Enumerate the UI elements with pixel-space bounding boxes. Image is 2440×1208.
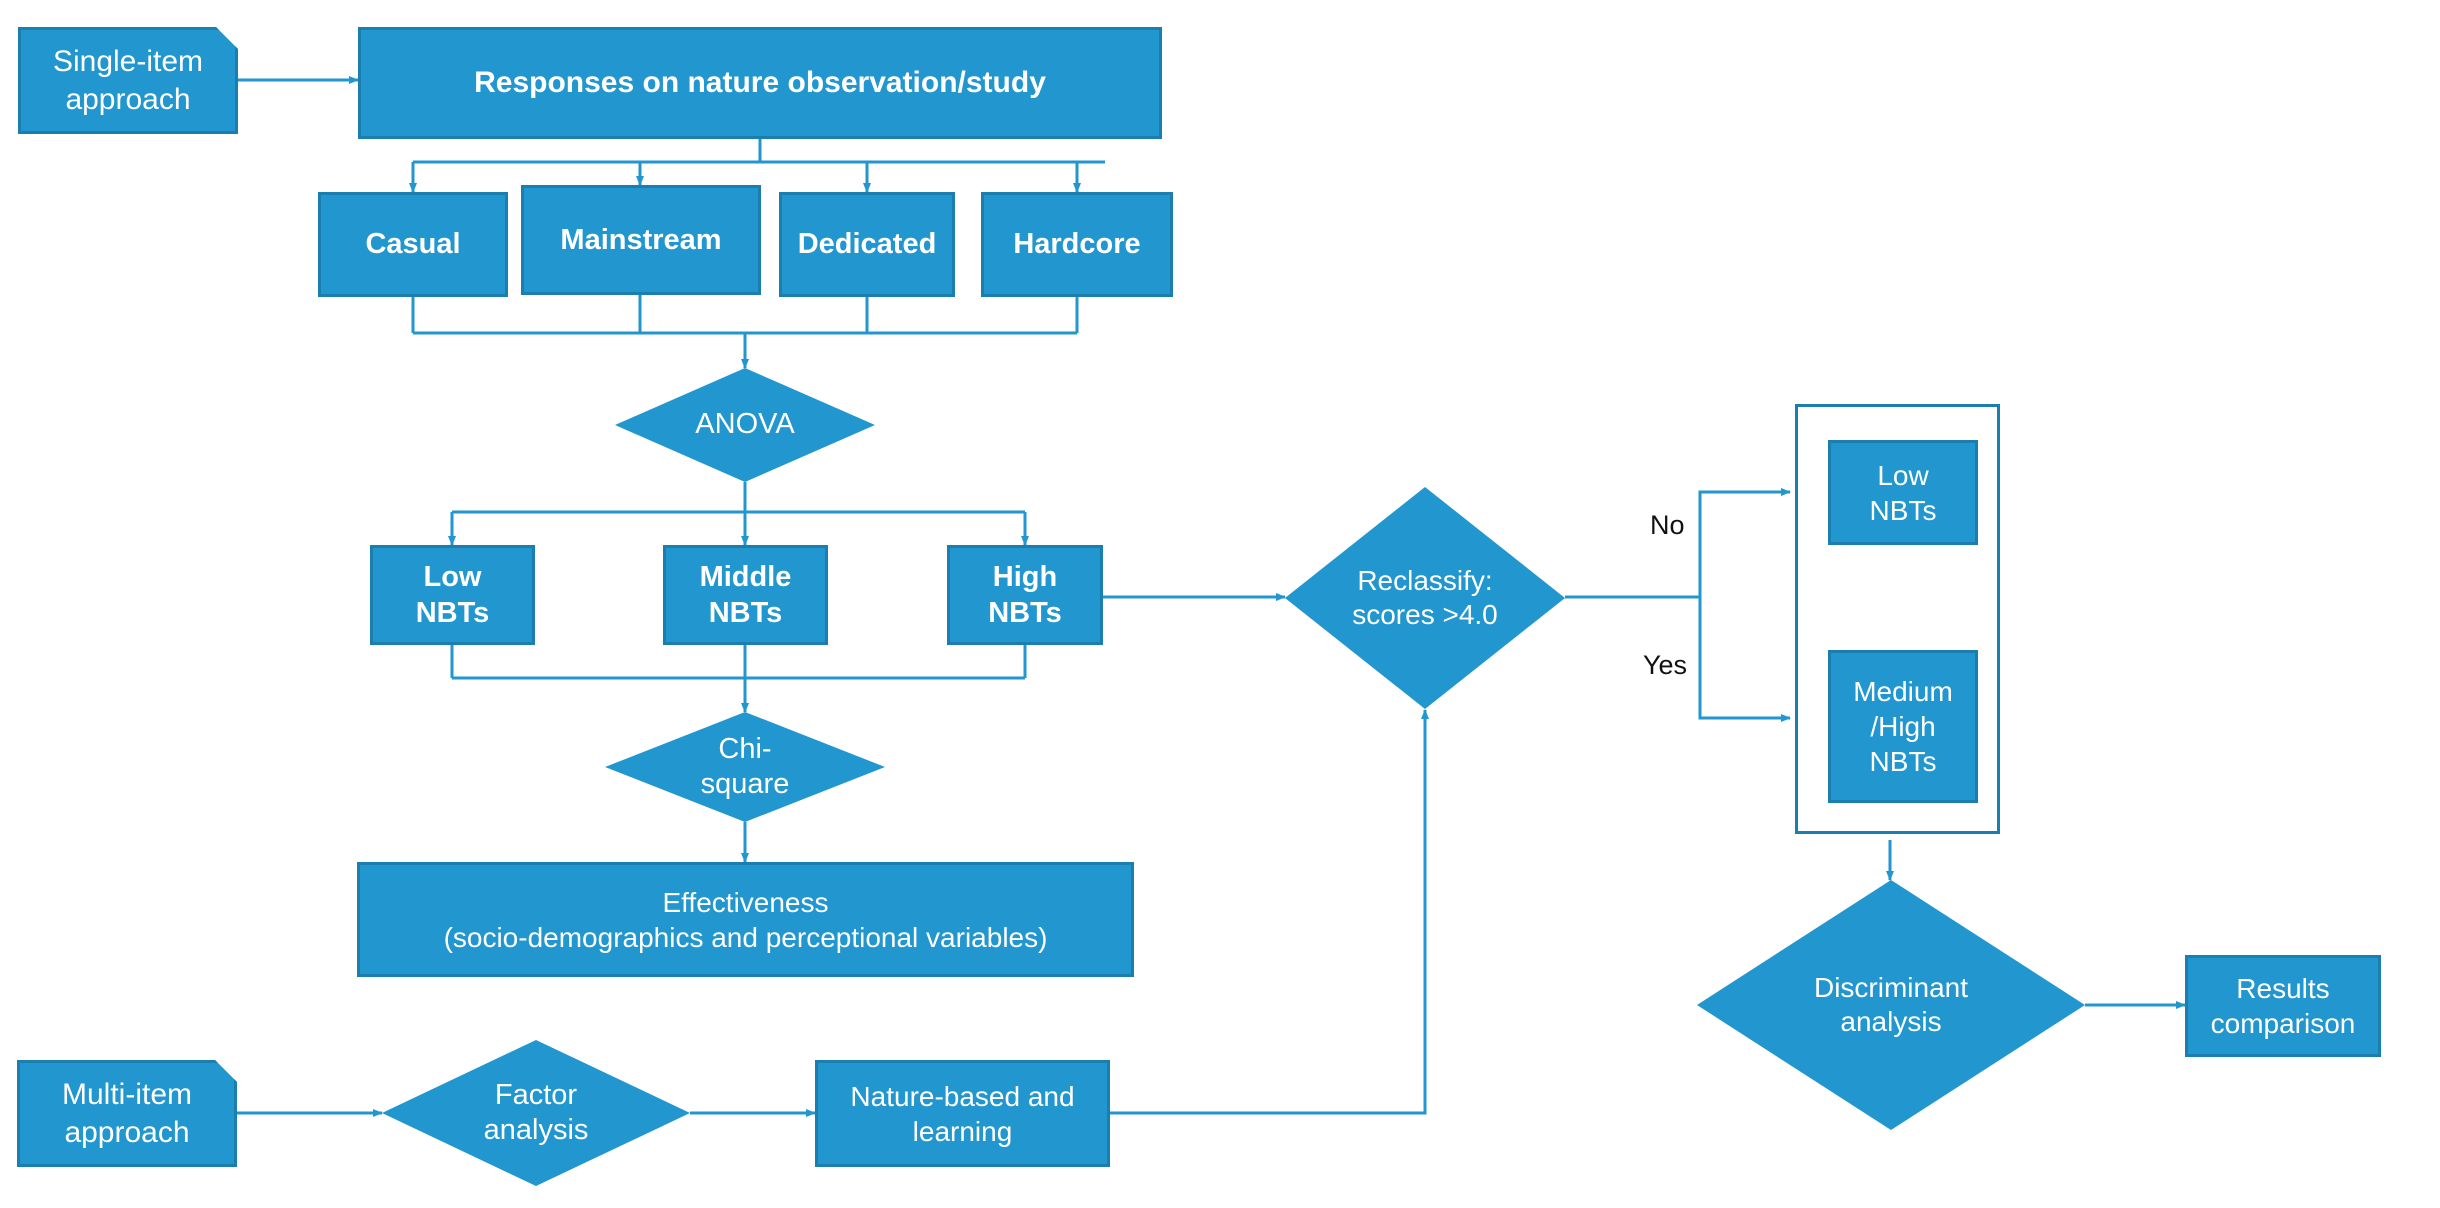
node-responses-on-nature-observation[interactable]: Responses on nature observation/study [358,27,1162,139]
edge-label-no: No [1650,510,1685,540]
node-discriminant-analysis[interactable]: Discriminant analysis [1697,880,2085,1130]
node-factor-analysis[interactable]: Factor analysis [382,1040,690,1186]
node-results-comparison[interactable]: Results comparison [2185,955,2381,1057]
discriminant-analysis-label: Discriminant analysis [1813,971,1969,1037]
node-mainstream[interactable]: Mainstream [521,185,761,295]
node-chi-square[interactable]: Chi- square [605,712,885,822]
reclassify-label: Reclassify: scores >4.0 [1352,564,1498,630]
edge-label-yes: Yes [1643,650,1688,680]
node-anova[interactable]: ANOVA [615,368,875,482]
edge-responses-bus [413,138,1105,164]
edge-branch-no [1698,488,1791,597]
node-middle-nbts[interactable]: Middle NBTs [663,545,828,645]
factor-analysis-label: Factor analysis [483,1078,589,1146]
node-reclass-medium-high-nbts[interactable]: Medium /High NBTs [1828,650,1978,803]
node-reclassify[interactable]: Reclassify: scores >4.0 [1285,487,1565,709]
node-effectiveness[interactable]: Effectiveness (socio-demographics and pe… [357,862,1134,977]
node-low-nbts[interactable]: Low NBTs [370,545,535,645]
edge-nature-to-reclassify [1110,709,1429,1115]
anova-label: ANOVA [695,408,795,441]
node-reclass-low-nbts[interactable]: Low NBTs [1828,440,1978,545]
chi-square-label: Chi- square [700,732,790,800]
node-high-nbts[interactable]: High NBTs [947,545,1103,645]
node-dedicated[interactable]: Dedicated [779,192,955,297]
node-casual[interactable]: Casual [318,192,508,297]
node-multi-item-approach[interactable]: Multi-item approach [17,1060,237,1167]
node-nature-based-and-learning[interactable]: Nature-based and learning [815,1060,1110,1167]
node-hardcore[interactable]: Hardcore [981,192,1173,297]
node-single-item-approach[interactable]: Single-item approach [18,27,238,134]
edge-branch-yes [1698,597,1791,722]
